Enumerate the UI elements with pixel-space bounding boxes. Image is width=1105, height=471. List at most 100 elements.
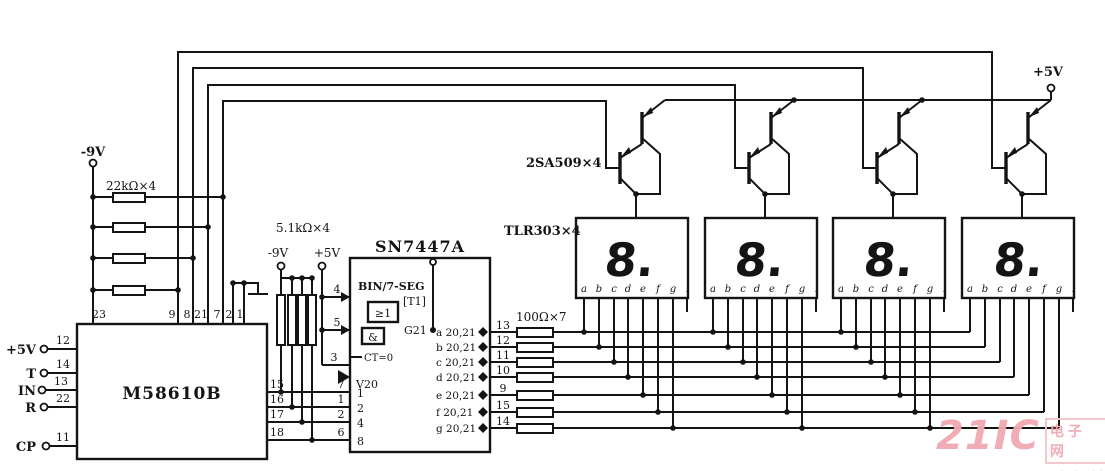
- r51k-label: 5.1kΩ×4: [276, 221, 330, 235]
- pin-12: 12: [56, 334, 70, 347]
- output-pin-15: 15: [496, 399, 510, 412]
- seg-pin-dp: .: [1071, 284, 1074, 295]
- input-triangle-icon: [341, 325, 350, 335]
- cp-pin-label: CP: [16, 440, 36, 455]
- seg-pin-dp: .: [685, 284, 688, 295]
- resistor-100-e: [516, 390, 554, 401]
- seg-pin-c: c: [611, 284, 617, 295]
- pnp-arrow-icon: [621, 147, 631, 157]
- transistor-pair-3: [875, 99, 923, 218]
- resistor-100-g: [516, 423, 554, 434]
- sn7447a-internal-wire: [350, 265, 434, 358]
- transistor-pair-1: [618, 99, 666, 218]
- sn7447a-output-rows: a 20,21 b 20,21 c 20,21 d 20,21 e 20,21 …: [436, 319, 510, 435]
- oc-diamond-icon: [478, 407, 488, 417]
- display-2: [703, 216, 819, 300]
- seg-pin-e: e: [769, 284, 775, 295]
- pin-21: 21: [194, 308, 208, 321]
- mid-power-and-51k-wires: [276, 270, 350, 440]
- seg-pin-b: b: [596, 284, 602, 295]
- or-gate-label: ≥1: [375, 307, 391, 320]
- in-input-terminal: [37, 385, 47, 395]
- neg9v-mid-terminal: [276, 261, 286, 271]
- plus5v-right-label: +5V: [1033, 65, 1064, 80]
- display-digit: 8.: [602, 233, 657, 287]
- neg9v-left-label: -9V: [81, 145, 106, 160]
- seg-pin-b: b: [982, 284, 988, 295]
- display-digit: 8.: [732, 233, 787, 287]
- display-digit: 8.: [861, 233, 916, 287]
- or-gate-box: [366, 300, 400, 324]
- pin-13: 13: [54, 375, 68, 388]
- resistor-100-b: [516, 342, 554, 353]
- display-digit: 8.: [991, 233, 1046, 287]
- seg-pin-b: b: [853, 284, 859, 295]
- sn7447a-top-pin-terminal: [429, 258, 437, 266]
- plus5v-mid-terminal: [317, 261, 327, 271]
- pin-8: 8: [184, 308, 191, 321]
- sn7447a-internal-labels: BIN/7-SEG [T1] ≥1 & CT=0 V20 G21 4 5 3 7…: [331, 280, 427, 448]
- output-g: g 20,21: [436, 423, 476, 435]
- segment-output-wires: [490, 327, 1059, 434]
- seg-pin-g: g: [670, 284, 676, 295]
- resistor-51k-4: [307, 294, 317, 346]
- left-neg9v-rail-and-22k-wires: [92, 167, 223, 324]
- resistor-51k-2: [287, 294, 297, 346]
- plus5v-mid-label: +5V: [314, 246, 341, 260]
- sn7447a-pin3: 3: [331, 351, 338, 364]
- supply-terminals: [37, 83, 1056, 451]
- resistor-100-d: [516, 372, 554, 383]
- oc-diamond-icon: [478, 390, 488, 400]
- pnp-arrow-icon: [643, 107, 653, 117]
- seg-pin-g: g: [799, 284, 805, 295]
- bcd-ext-pin-7: 7: [338, 378, 345, 391]
- transistor-pair-4: [1004, 99, 1052, 218]
- in-pin-label: IN: [18, 384, 36, 399]
- pin-7: 7: [214, 308, 221, 321]
- seg-pin-f: f: [655, 284, 662, 295]
- seg-pin-f: f: [1041, 284, 1048, 295]
- v20-label: V20: [355, 378, 378, 391]
- sn7447a-chip: [348, 256, 492, 454]
- neg9v-terminal: [88, 158, 98, 168]
- output-f: f 20,21: [436, 407, 473, 419]
- pin-16: 16: [270, 393, 284, 406]
- seg-pin-g: g: [1056, 284, 1062, 295]
- annotation-labels: -9V 22kΩ×4 5.1kΩ×4 -9V +5V +5V 100Ω×7 2S…: [81, 65, 1064, 324]
- display-3: [831, 216, 947, 300]
- pin-17: 17: [270, 408, 284, 421]
- pin-14: 14: [56, 358, 70, 371]
- m58610b-left-pin-wires: [46, 348, 77, 447]
- seg-pin-a: a: [581, 284, 587, 295]
- display-4: [960, 216, 1076, 300]
- seg-pin-d: d: [1011, 284, 1017, 295]
- pnp-arrow-icon: [878, 147, 888, 157]
- resistor-51k-3: [297, 294, 307, 346]
- seven-segment-displays: 8. 8. 8. 8. a b c d e f g . a b c d e f …: [574, 216, 1076, 300]
- seg-pin-d: d: [882, 284, 888, 295]
- r-input-terminal: [39, 402, 49, 412]
- plus5v-pin-label: +5V: [6, 343, 37, 358]
- output-pin-10: 10: [496, 364, 510, 377]
- output-pin-11: 11: [496, 349, 510, 362]
- input-triangle-icon: [341, 292, 350, 302]
- output-c: c 20,21: [436, 357, 475, 369]
- t-pin-label: T: [26, 367, 36, 382]
- resistor-100-a: [516, 327, 554, 338]
- bcd-ext-pin-2: 2: [338, 408, 345, 421]
- seg-pin-c: c: [868, 284, 874, 295]
- seg-pin-e: e: [897, 284, 903, 295]
- oc-diamond-icon: [478, 423, 488, 433]
- resistor-100-c: [516, 357, 554, 368]
- r-pin-label: R: [25, 401, 36, 416]
- ct0-label: CT=0: [364, 353, 393, 364]
- cp-input-terminal: [41, 441, 51, 451]
- seg-pin-c: c: [997, 284, 1003, 295]
- sn7447a-pin4: 4: [334, 283, 341, 296]
- seg-pin-f: f: [912, 284, 919, 295]
- bcd-weight-4: 4: [357, 417, 364, 430]
- pin-22: 22: [56, 392, 70, 405]
- t-input-terminal: [39, 368, 49, 378]
- t1-tag: [T1]: [403, 295, 426, 308]
